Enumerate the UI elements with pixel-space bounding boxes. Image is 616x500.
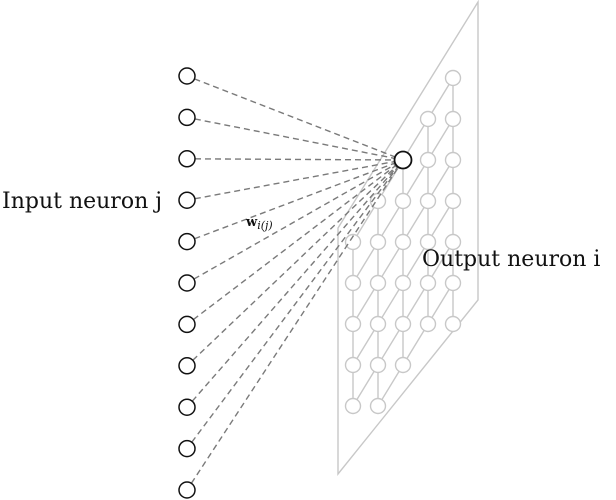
- output-neuron-circle: [393, 150, 413, 170]
- input-neuron: [178, 67, 196, 85]
- output-neuron: [393, 150, 413, 170]
- grid-neuron: [394, 274, 412, 292]
- grid-neuron: [344, 274, 362, 292]
- grid-neuron: [444, 69, 462, 87]
- grid-neuron: [394, 233, 412, 251]
- weight-connection: [194, 160, 395, 200]
- weight-connection: [193, 163, 396, 280]
- input-neuron: [178, 481, 196, 499]
- output-plane-outline: [337, 0, 479, 476]
- input-neuron: [178, 150, 196, 168]
- input-neuron-j: [178, 191, 196, 209]
- input-neuron: [178, 398, 196, 416]
- grid-neuron: [444, 274, 462, 292]
- weight-connection: [190, 167, 399, 484]
- grid-neuron: [394, 192, 412, 210]
- grid-neuron: [369, 397, 387, 415]
- grid-neuron: [444, 233, 462, 251]
- input-neuron: [178, 274, 196, 292]
- grid-nodes: [344, 69, 462, 415]
- weight-connection: [191, 166, 398, 402]
- grid-neuron: [444, 151, 462, 169]
- grid-neuron: [369, 356, 387, 374]
- grid-neuron: [344, 233, 362, 251]
- grid-neuron: [419, 274, 437, 292]
- weight-connection: [194, 78, 395, 158]
- input-layer: [178, 67, 196, 499]
- weight-symbol: w: [245, 215, 258, 230]
- grid-neuron: [344, 315, 362, 333]
- weight-connection: [194, 162, 395, 240]
- input-neuron: [178, 357, 196, 375]
- grid-neuron: [344, 397, 362, 415]
- weight-subscript: i(j): [257, 219, 273, 232]
- grid-neuron: [394, 356, 412, 374]
- input-neuron-label: Input neuron j: [2, 189, 162, 214]
- grid-neuron: [419, 110, 437, 128]
- weight-label: wi(j): [245, 215, 273, 232]
- grid-neuron: [419, 151, 437, 169]
- grid-neuron: [344, 356, 362, 374]
- output-plane: [337, 0, 479, 476]
- weight-connection: [192, 165, 397, 361]
- weight-connection: [194, 158, 395, 161]
- weight-connection: [194, 118, 395, 159]
- grid-neuron: [444, 315, 462, 333]
- input-neuron: [178, 315, 196, 334]
- connections: [190, 78, 399, 484]
- weight-connection: [191, 166, 399, 443]
- grid-neuron: [369, 274, 387, 292]
- input-neuron: [178, 232, 196, 251]
- grid-neuron: [369, 315, 387, 333]
- output-neuron-label: Output neuron i: [422, 247, 600, 272]
- grid-neuron: [394, 315, 412, 333]
- grid-neuron: [444, 192, 462, 210]
- grid-neuron: [369, 233, 387, 251]
- weight-connection: [192, 164, 397, 321]
- input-neuron: [178, 439, 196, 458]
- grid-neuron: [444, 110, 462, 128]
- grid-neuron: [419, 315, 437, 333]
- grid-neuron: [419, 233, 437, 251]
- grid-neuron: [419, 192, 437, 210]
- input-neuron: [178, 108, 196, 127]
